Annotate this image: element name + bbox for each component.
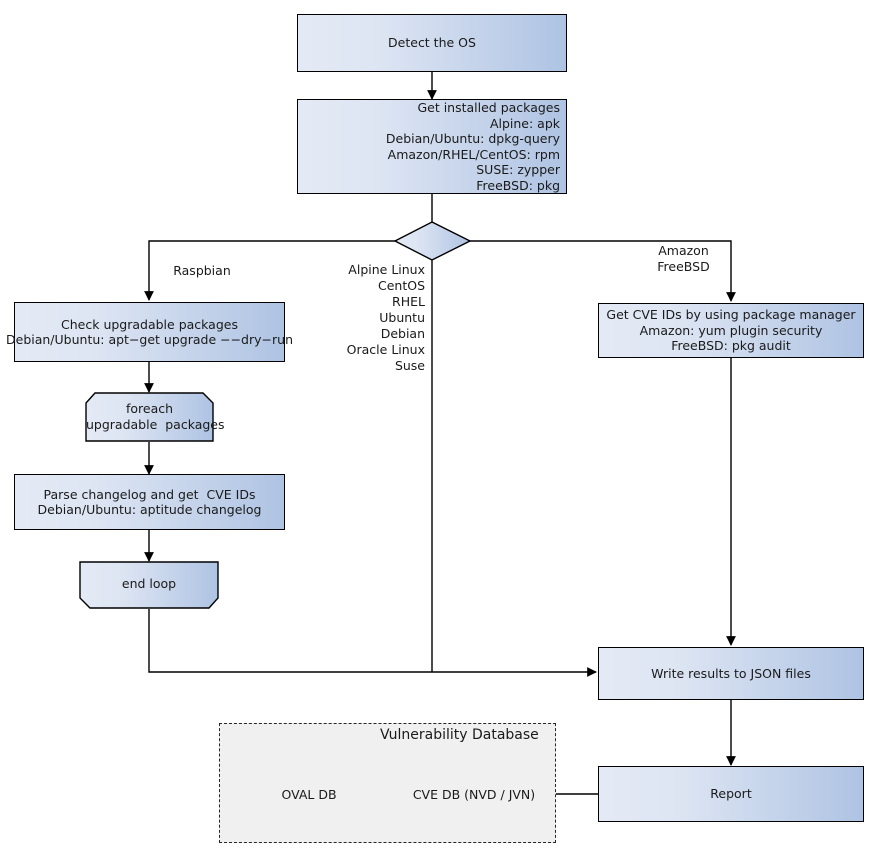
node-detect-os-label: Detect the OS (388, 35, 476, 51)
node-foreach-label: foreach upgradable packages (86, 401, 225, 432)
node-get-cve-ids-label: Get CVE IDs by using package manager Ama… (606, 307, 856, 354)
node-check-upgradable-packages[interactable]: Check upgradable packages Debian/Ubuntu:… (6, 302, 293, 362)
cylinder-cve-db-label: CVE DB (NVD / JVN) (412, 787, 536, 802)
edge-label-middle-distros: Alpine Linux CentOS RHEL Ubuntu Debian O… (346, 262, 425, 373)
vulnerability-database-title: Vulnerability Database (380, 727, 539, 743)
node-end-loop[interactable]: end loop (80, 562, 218, 608)
node-get-installed-packages-label: Get installed packages Alpine: apk Debia… (385, 100, 560, 193)
edge-label-raspbian: Raspbian (173, 263, 231, 278)
node-end-loop-label: end loop (121, 576, 177, 591)
node-check-upgradable-packages-label: Check upgradable packages Debian/Ubuntu:… (6, 316, 293, 348)
node-parse-changelog[interactable]: Parse changelog and get CVE IDs Debian/U… (14, 474, 285, 530)
node-foreach[interactable]: foreach upgradable packages (86, 393, 225, 442)
node-parse-changelog-label: Parse changelog and get CVE IDs Debian/U… (37, 486, 262, 518)
node-get-cve-ids[interactable]: Get CVE IDs by using package manager Ama… (598, 303, 864, 358)
cylinder-oval-db-label: OVAL DB (281, 787, 337, 802)
decision-diamond (393, 221, 472, 261)
node-report-label: Report (710, 786, 752, 802)
node-write-results-label: Write results to JSON files (651, 665, 811, 681)
node-write-results[interactable]: Write results to JSON files (598, 647, 864, 700)
node-get-installed-packages[interactable]: Get installed packages Alpine: apk Debia… (297, 99, 567, 194)
node-report[interactable]: Report (598, 766, 864, 822)
node-detect-os[interactable]: Detect the OS (297, 14, 567, 72)
vulnerability-database-group (219, 723, 556, 843)
edge-label-amazon-freebsd: Amazon FreeBSD (657, 243, 710, 274)
